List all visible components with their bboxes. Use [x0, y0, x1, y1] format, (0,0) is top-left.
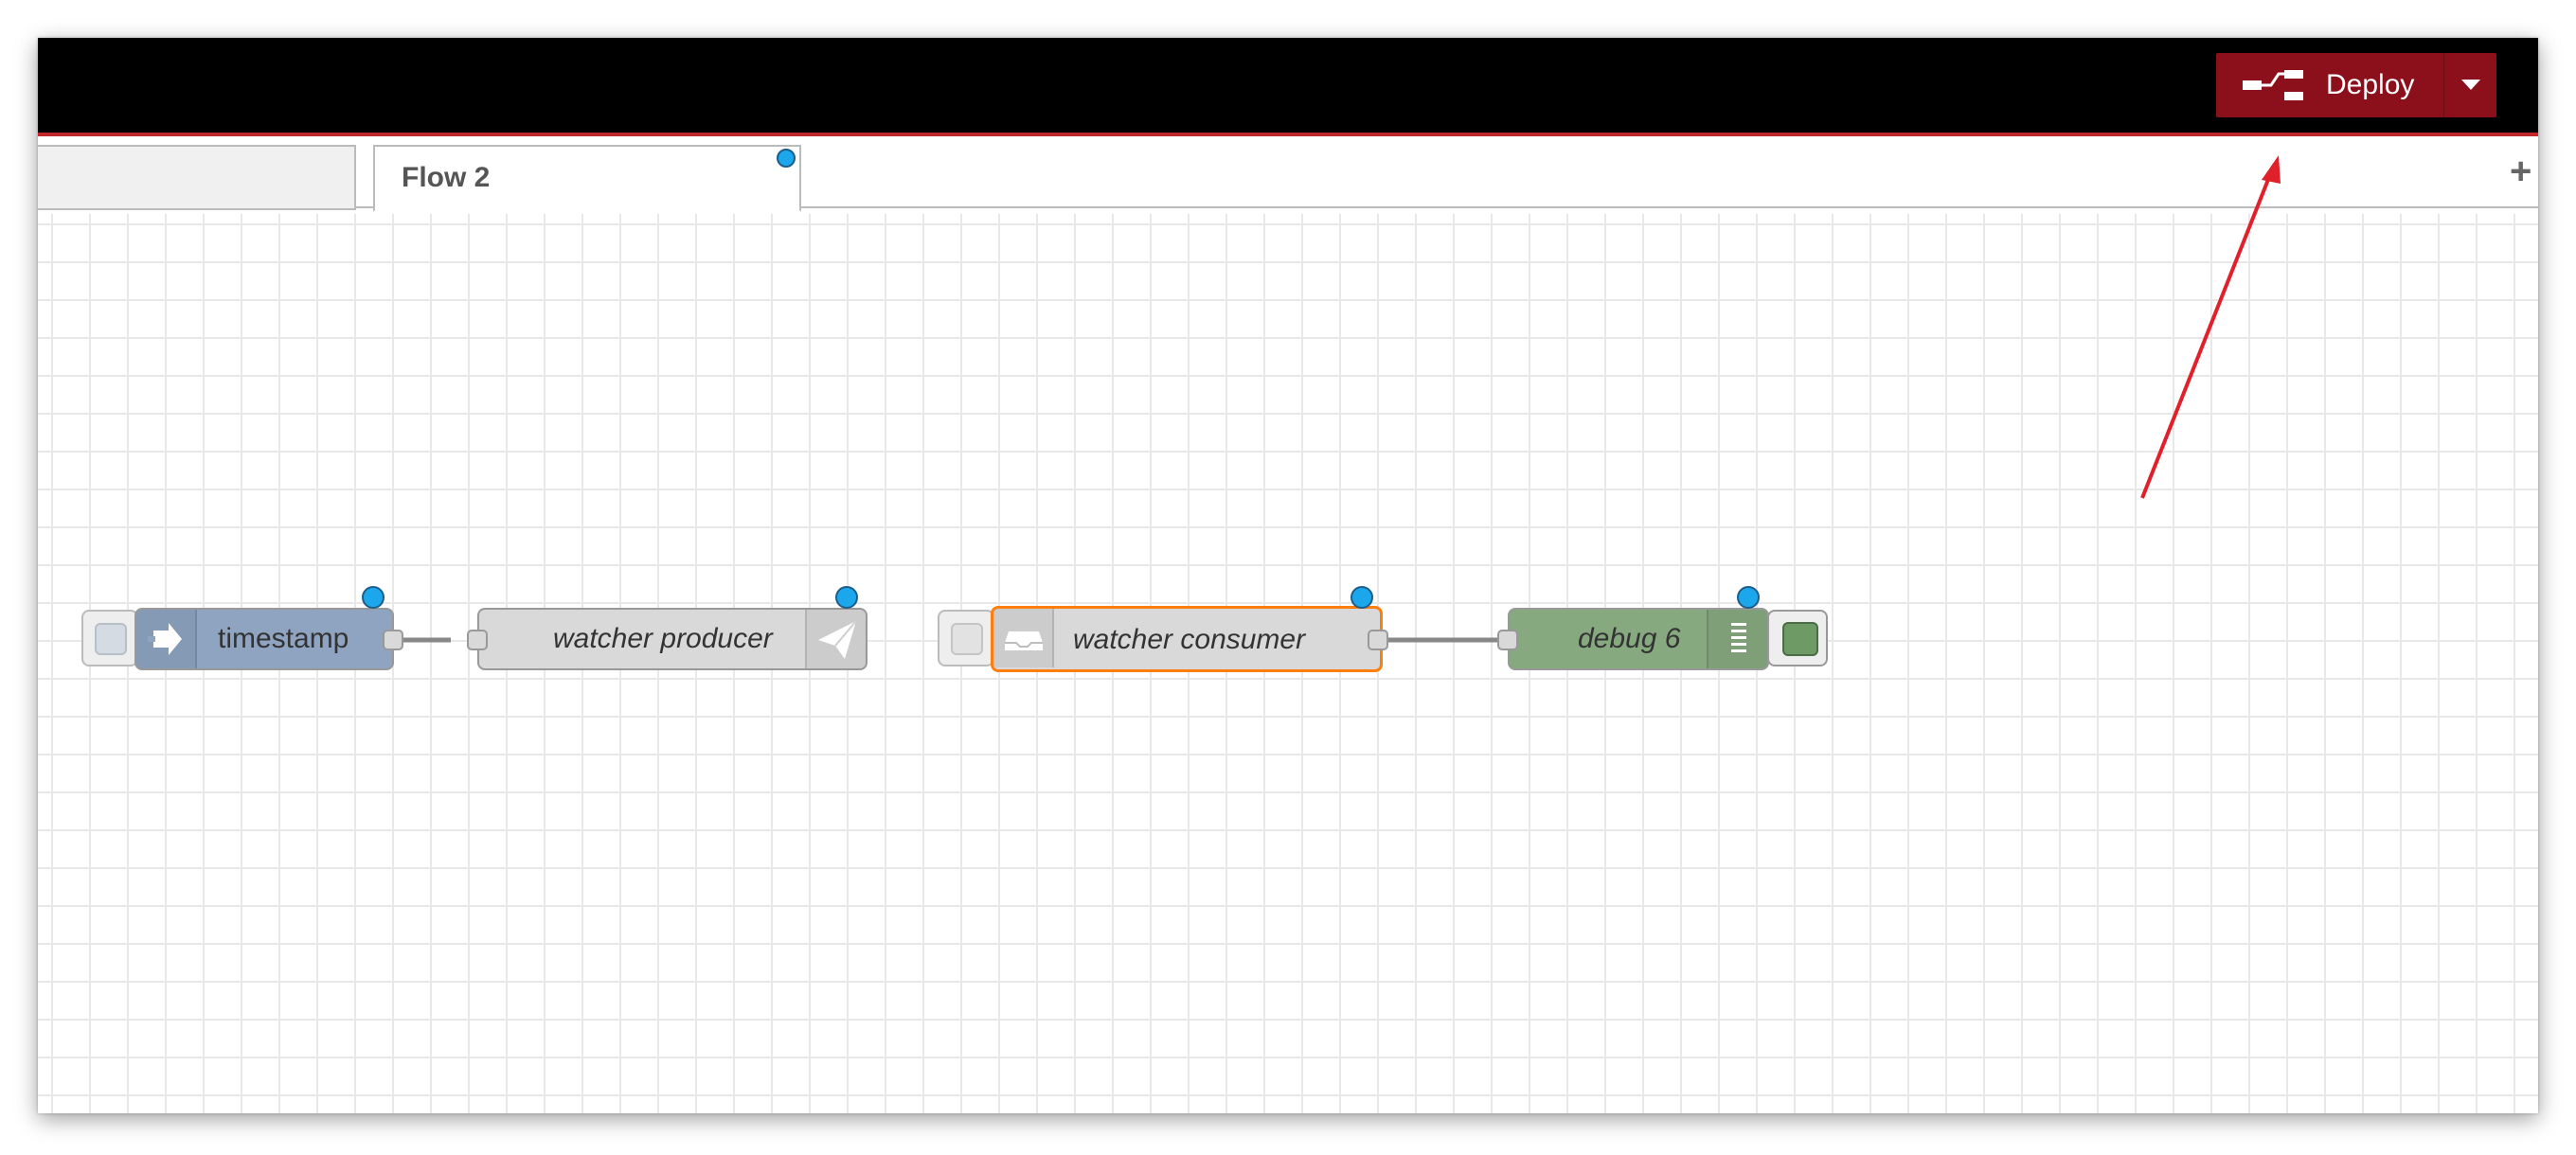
- node-timestamp[interactable]: timestamp: [134, 608, 394, 670]
- changed-indicator: [835, 586, 858, 609]
- output-port[interactable]: [383, 630, 403, 650]
- input-port[interactable]: [467, 630, 488, 650]
- flow-canvas[interactable]: timestamp watcher producer: [38, 214, 2538, 1113]
- inbox-icon: [993, 609, 1054, 667]
- editor-window: Deploy Flow 2 + timestamp: [38, 38, 2538, 1113]
- debug-toggle-icon: [1782, 622, 1818, 656]
- changed-indicator: [1351, 586, 1373, 609]
- inject-arrow-icon: [136, 610, 197, 668]
- node-watcher-producer[interactable]: watcher producer: [477, 608, 868, 670]
- header-bar: Deploy: [38, 38, 2538, 136]
- debug-toggle-button[interactable]: [1767, 610, 1828, 666]
- wires-layer: [398, 637, 1508, 643]
- node-label: watcher consumer: [1073, 624, 1306, 655]
- node-debug-6[interactable]: debug 6: [1508, 608, 1769, 670]
- debug-list-icon: [1707, 610, 1767, 668]
- node-watcher-consumer[interactable]: watcher consumer: [991, 606, 1383, 672]
- changed-indicator: [777, 149, 796, 168]
- tab-flow-2[interactable]: Flow 2: [373, 145, 801, 212]
- input-port[interactable]: [1497, 630, 1518, 650]
- inject-trigger-icon: [95, 623, 127, 655]
- inject-trigger-button[interactable]: [81, 610, 138, 666]
- deploy-button[interactable]: Deploy: [2216, 53, 2496, 117]
- node-label: timestamp: [218, 623, 349, 654]
- output-port[interactable]: [1368, 630, 1388, 650]
- deploy-label: Deploy: [2326, 69, 2415, 100]
- node-button-icon: [951, 623, 983, 655]
- caret-down-icon[interactable]: [2443, 53, 2496, 117]
- changed-indicator: [362, 586, 385, 609]
- paper-plane-icon: [805, 610, 866, 668]
- node-label: watcher producer: [553, 623, 773, 654]
- node-button[interactable]: [938, 610, 994, 666]
- tab-label: Flow 2: [402, 162, 491, 193]
- add-tab-button[interactable]: +: [2510, 151, 2532, 192]
- node-label: debug 6: [1578, 623, 1681, 654]
- changed-indicator: [1737, 586, 1760, 609]
- deploy-icon: [2243, 70, 2303, 100]
- tab-flow-1[interactable]: [38, 145, 356, 210]
